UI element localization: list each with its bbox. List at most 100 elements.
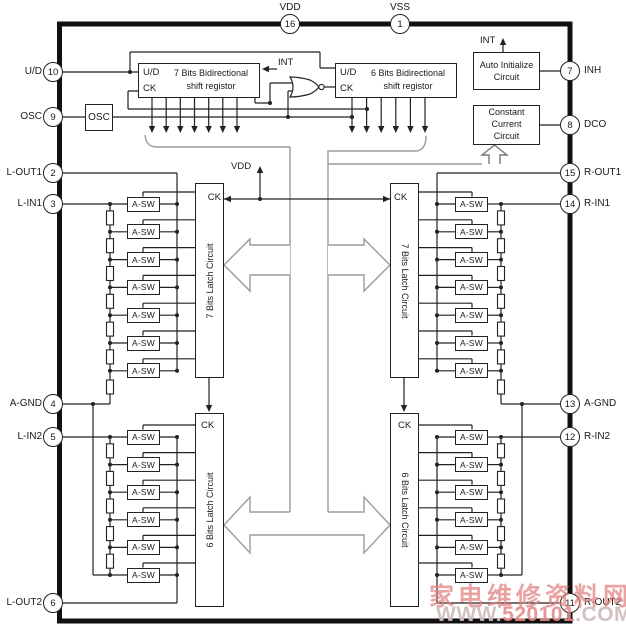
pin-16-label: VDD [279, 2, 301, 13]
constant-current-box: Constant Current Circuit [473, 105, 540, 145]
watermark-number: 520101 [502, 603, 576, 626]
watermark-www: WWW. [436, 603, 503, 626]
pin-15-circle: 15 [560, 163, 580, 183]
latch6-right-label: 6 Bits Latch Circuit [399, 472, 410, 548]
latch7-left-ck: CK [207, 192, 221, 203]
vdd-label-internal: VDD [231, 161, 252, 172]
pin-14-label: R-IN1 [584, 198, 611, 209]
bus-layer [144, 134, 509, 555]
asw-box: A-SW [127, 224, 160, 240]
shift6-ck-label: CK [340, 83, 354, 94]
pin-9-circle: 9 [43, 107, 63, 127]
arrowheads [205, 38, 507, 412]
latch6-right-ck: CK [398, 420, 412, 431]
pin-5-label: L-IN2 [17, 431, 42, 442]
latch7-right-label: 7 Bits Latch Circuit [399, 242, 410, 319]
latch6-left-label: 6 Bits Latch Circuit [204, 472, 215, 548]
pin-3-circle: 3 [43, 194, 63, 214]
asw-box: A-SW [455, 363, 488, 379]
pin-1-label: VSS [389, 2, 410, 13]
bus-arrow-left-top [223, 237, 290, 293]
generated-wiring [105, 98, 506, 603]
asw-box: A-SW [455, 252, 488, 268]
pin-9-label: OSC [20, 111, 42, 122]
shift-register-6bit: U/D CK 6 Bits Bidirectional shift regist… [335, 63, 457, 98]
bus-arrow-right-top [328, 237, 391, 293]
asw-box: A-SW [455, 539, 488, 555]
asw-box: A-SW [127, 279, 160, 295]
nor-gate-bubble [318, 83, 325, 91]
pin-8-circle: 8 [560, 115, 580, 135]
bus-bracket-left [144, 134, 290, 148]
asw-box: A-SW [127, 252, 160, 268]
pin-4-circle: 4 [43, 394, 63, 414]
shift6-label: 6 Bits Bidirectional shift registor [370, 68, 446, 92]
asw-box: A-SW [127, 457, 160, 473]
int-label-shift7: INT [278, 57, 294, 68]
asw-box: A-SW [127, 196, 160, 212]
asw-box: A-SW [127, 307, 160, 323]
pin-10-label: U/D [24, 66, 42, 77]
shift7-ud-label: U/D [143, 67, 160, 78]
shift6-ud-label: U/D [340, 67, 357, 78]
pin-11-label: R-OUT2 [584, 597, 622, 608]
up-arrow-constant-current [480, 144, 509, 164]
pin-12-circle: 12 [560, 427, 580, 447]
pin-6-label: L-OUT2 [6, 597, 42, 608]
latch-6bit-left: CK 6 Bits Latch Circuit [195, 413, 224, 607]
latch7-left-label: 7 Bits Latch Circuit [204, 242, 215, 319]
pin-8-label: DCO [584, 119, 607, 130]
pin-1-circle: 1 [390, 14, 410, 34]
pin-11-circle: 11 [560, 593, 580, 613]
asw-box: A-SW [455, 335, 488, 351]
pin-6-circle: 6 [43, 593, 63, 613]
nor-gate [288, 76, 320, 98]
pin-4-label: A-GND [9, 398, 42, 409]
pin-10-circle: 10 [43, 62, 63, 82]
asw-box: A-SW [455, 484, 488, 500]
pin-14-circle: 14 [560, 194, 580, 214]
pin-3-label: L-IN1 [17, 198, 42, 209]
pin-13-label: A-GND [584, 398, 617, 409]
junction-dots [91, 70, 524, 406]
asw-box: A-SW [455, 196, 488, 212]
pin-7-circle: 7 [560, 61, 580, 81]
asw-box: A-SW [127, 429, 160, 445]
asw-box: A-SW [127, 567, 160, 583]
asw-box: A-SW [455, 279, 488, 295]
latch7-right-ck: CK [394, 192, 408, 203]
latch-7bit-right: CK 7 Bits Latch Circuit [390, 183, 419, 378]
bus-arrow-left-bottom [223, 495, 290, 555]
asw-box: A-SW [127, 363, 160, 379]
watermark-url: WWW.520101.COM [436, 603, 626, 627]
chip-border [57, 21, 573, 624]
signal-wires [63, 45, 560, 604]
pin-2-circle: 2 [43, 163, 63, 183]
auto-initialize-box: Auto Initialize Circuit [473, 52, 540, 90]
pin-16-circle: 16 [280, 14, 300, 34]
asw-box: A-SW [455, 429, 488, 445]
pin-13-circle: 13 [560, 394, 580, 414]
bus-arrow-right-bottom [328, 495, 391, 555]
pin-5-circle: 5 [43, 427, 63, 447]
asw-box: A-SW [455, 224, 488, 240]
asw-box: A-SW [127, 484, 160, 500]
asw-box: A-SW [455, 567, 488, 583]
asw-box: A-SW [455, 457, 488, 473]
pin-12-label: R-IN2 [584, 431, 611, 442]
pin-7-label: INH [584, 65, 602, 76]
bus-bracket-right [327, 135, 427, 512]
pin-15-label: R-OUT1 [584, 167, 622, 178]
asw-box: A-SW [127, 335, 160, 351]
latch-6bit-right: CK 6 Bits Latch Circuit [390, 413, 419, 607]
osc-box: OSC [85, 104, 113, 131]
shift7-label: 7 Bits Bidirectional shift registor [173, 68, 249, 92]
watermark-chinese: 家电维修资料网 [429, 583, 626, 611]
latch6-left-ck: CK [201, 420, 215, 431]
asw-box: A-SW [127, 539, 160, 555]
shift7-ck-label: CK [143, 83, 157, 94]
asw-box: A-SW [455, 512, 488, 528]
asw-box: A-SW [455, 307, 488, 323]
